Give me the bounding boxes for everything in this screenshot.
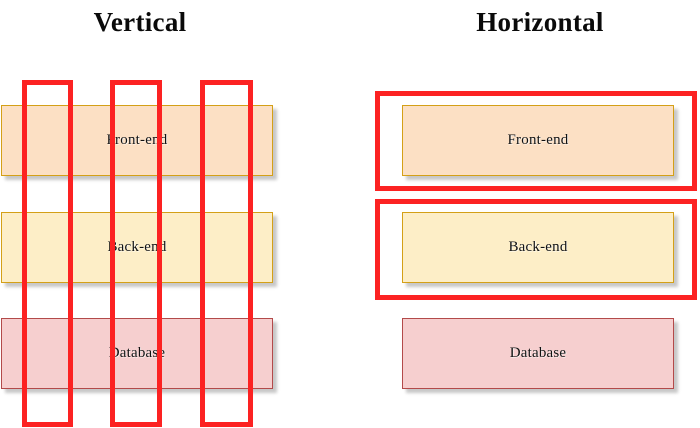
panel-title-vertical: Vertical [93,7,187,37]
horizontal-tier-database[interactable]: Database [402,318,674,389]
horizontal-tier-front-end[interactable]: Front-end [402,105,674,176]
vertical-tier-database[interactable]: Database [1,318,273,389]
vertical-tier-front-end-label: Front-end [106,132,168,148]
panel-title-horizontal: Horizontal [476,7,604,37]
horizontal-tier-back-end-label: Back-end [508,239,568,255]
vertical-tier-back-end[interactable]: Back-end [1,212,273,283]
horizontal-tier-back-end[interactable]: Back-end [402,212,674,283]
horizontal-tier-database-label: Database [509,345,567,361]
horizontal-tier-front-end-label: Front-end [507,132,569,148]
vertical-tier-back-end-label: Back-end [107,239,167,255]
vertical-tier-database-label: Database [108,345,166,361]
vertical-tier-front-end[interactable]: Front-end [1,105,273,176]
